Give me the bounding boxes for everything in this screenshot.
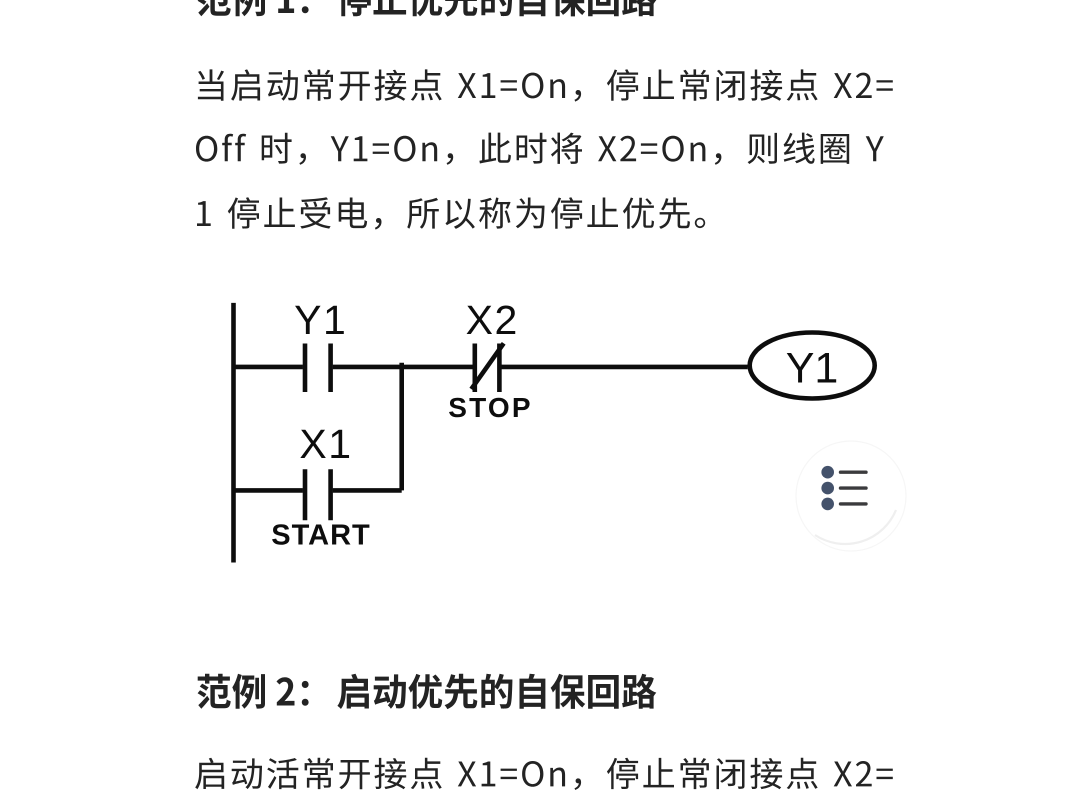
svg-text:START: START bbox=[271, 520, 371, 552]
svg-text:X1: X1 bbox=[299, 421, 352, 467]
svg-text:STOP: STOP bbox=[448, 392, 533, 423]
svg-text:Y1: Y1 bbox=[294, 297, 347, 343]
svg-text:X2: X2 bbox=[466, 297, 519, 343]
svg-text:Y1: Y1 bbox=[786, 345, 839, 393]
